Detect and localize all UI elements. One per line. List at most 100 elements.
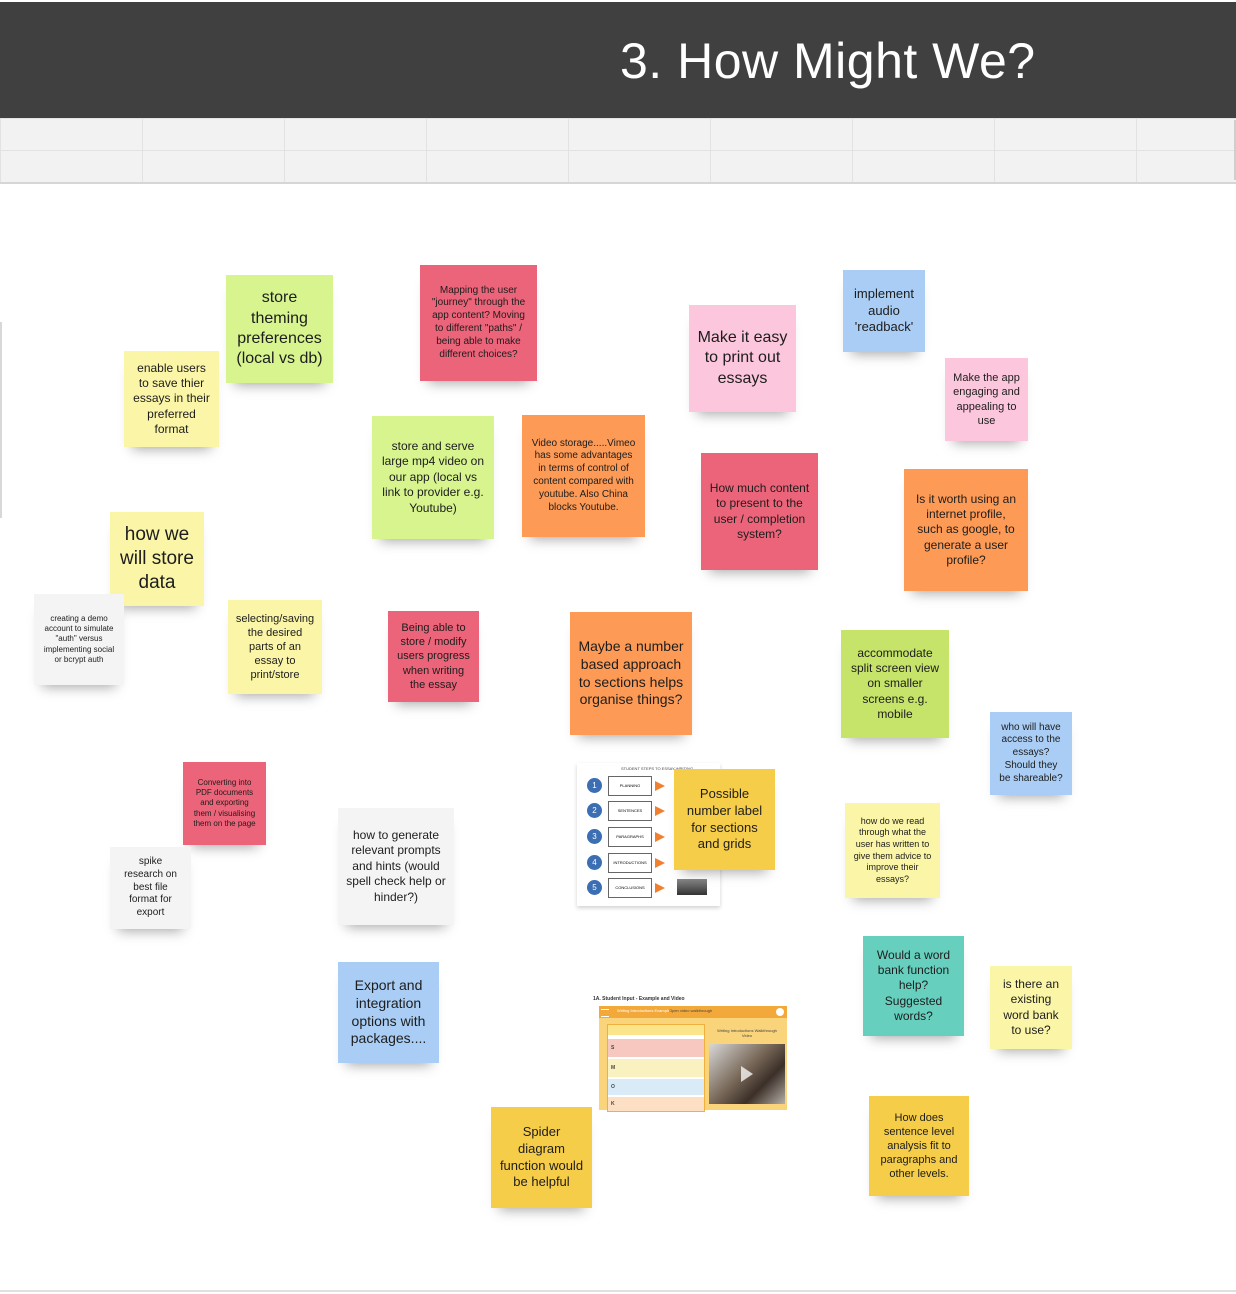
row-letter: S bbox=[611, 1045, 615, 1051]
arrow-right-icon bbox=[655, 883, 665, 893]
sticky-note[interactable]: Make the app engaging and appealing to u… bbox=[945, 358, 1028, 441]
step-row: 5 CONCLUSIONS bbox=[577, 878, 717, 900]
sticky-note[interactable]: selecting/saving the desired parts of an… bbox=[228, 600, 322, 694]
play-icon[interactable] bbox=[741, 1066, 753, 1082]
sticky-note[interactable]: Possible number label for sections and g… bbox=[674, 769, 775, 870]
panel-c-label: Writing Introductions Walkthrough Video bbox=[717, 1028, 777, 1038]
sticky-note[interactable]: how we will store data bbox=[110, 512, 204, 606]
step-row: 3 PARAGRAPHS bbox=[577, 827, 717, 849]
step-number: 2 bbox=[587, 803, 602, 818]
sticky-note[interactable]: Make it easy to print out essays bbox=[689, 305, 796, 412]
content-row bbox=[608, 1025, 704, 1035]
student-input-image[interactable]: 1A. Student Input - Example and Video Wr… bbox=[592, 995, 797, 1112]
sticky-note[interactable]: is there an existing word bank to use? bbox=[990, 966, 1072, 1049]
sticky-note-text: Video storage.....Vimeo has some advanta… bbox=[531, 437, 636, 513]
sticky-note[interactable]: Would a word bank function help? Suggest… bbox=[863, 936, 964, 1036]
sticky-note-text: Make it easy to print out essays bbox=[697, 328, 788, 387]
content-row: O bbox=[608, 1079, 704, 1095]
row-letter: K bbox=[611, 1101, 615, 1107]
sticky-note-text: Maybe a number based approach to section… bbox=[578, 637, 684, 708]
sticky-note-text: who will have access to the essays? Shou… bbox=[999, 721, 1063, 784]
row-letter: M bbox=[611, 1065, 616, 1071]
board-grid-strip bbox=[0, 118, 1236, 184]
sticky-note[interactable]: accommodate split screen view on smaller… bbox=[841, 630, 949, 738]
sticky-note-text: implement audio 'readback' bbox=[854, 286, 914, 335]
sticky-note-text: accommodate split screen view on smaller… bbox=[850, 645, 940, 722]
step-row: 1 PLANNING bbox=[577, 776, 717, 798]
step-number: 5 bbox=[587, 880, 602, 895]
step-label: PLANNING bbox=[608, 776, 652, 796]
step-number: 3 bbox=[587, 829, 602, 844]
sticky-note[interactable]: spike research on best file format for e… bbox=[110, 847, 191, 929]
sticky-note[interactable]: Is it worth using an internet profile, s… bbox=[904, 469, 1028, 591]
row-letter: O bbox=[611, 1084, 615, 1090]
sticky-note[interactable]: Being able to store / modify users progr… bbox=[388, 611, 479, 702]
arrow-right-icon bbox=[655, 806, 665, 816]
sticky-note-text: Being able to store / modify users progr… bbox=[397, 622, 470, 691]
step-label: CONCLUSIONS bbox=[608, 878, 652, 898]
student-input-panel: Writing Introductions Example Open video… bbox=[599, 1006, 787, 1112]
sticky-note[interactable]: Converting into PDF documents and export… bbox=[183, 762, 266, 845]
step-number: 4 bbox=[587, 855, 602, 870]
sticky-note[interactable]: How does sentence level analysis fit to … bbox=[869, 1096, 969, 1196]
sticky-note-text: Would a word bank function help? Suggest… bbox=[876, 947, 951, 1024]
sticky-note-text: how we will store data bbox=[120, 523, 194, 594]
sticky-note[interactable]: Maybe a number based approach to section… bbox=[570, 612, 692, 735]
sticky-note[interactable]: who will have access to the essays? Shou… bbox=[990, 712, 1072, 795]
divider bbox=[0, 1290, 1236, 1292]
arrow-right-icon bbox=[655, 832, 665, 842]
car-thumbnail bbox=[677, 879, 707, 895]
sticky-note-text: Is it worth using an internet profile, s… bbox=[915, 491, 1017, 568]
step-row: 4 INTRODUCTIONS bbox=[577, 853, 717, 875]
sticky-note[interactable]: how do we read through what the user has… bbox=[845, 803, 940, 898]
menu-icon[interactable] bbox=[601, 1009, 609, 1017]
sticky-note[interactable]: store theming preferences (local vs db) bbox=[226, 275, 333, 383]
sticky-note-text: Export and integration options with pack… bbox=[350, 976, 427, 1047]
content-row: M bbox=[608, 1059, 704, 1077]
arrow-right-icon bbox=[655, 858, 665, 868]
board-header: 3. How Might We? bbox=[0, 2, 1236, 118]
sticky-note-text: store and serve large mp4 video on our a… bbox=[381, 439, 485, 515]
student-input-topbar bbox=[599, 1006, 787, 1018]
sticky-note-text: how do we read through what the user has… bbox=[853, 815, 932, 884]
sticky-note-text: Converting into PDF documents and export… bbox=[193, 777, 256, 828]
content-row: K bbox=[608, 1097, 704, 1111]
content-column: S M O K bbox=[607, 1024, 705, 1112]
sticky-note-text: store theming preferences (local vs db) bbox=[236, 289, 323, 368]
sticky-note[interactable]: how to generate relevant prompts and hin… bbox=[338, 808, 454, 925]
sticky-note[interactable]: Mapping the user "journey" through the a… bbox=[420, 265, 537, 381]
sticky-note[interactable]: Export and integration options with pack… bbox=[338, 962, 439, 1063]
panel-a-label: Writing Introductions Example bbox=[617, 1008, 671, 1013]
sticky-note-text: Spider diagram function would be helpful bbox=[499, 1124, 584, 1190]
sticky-note-text: how to generate relevant prompts and hin… bbox=[346, 828, 446, 904]
sticky-note[interactable]: Spider diagram function would be helpful bbox=[491, 1107, 592, 1208]
step-label: INTRODUCTIONS bbox=[608, 853, 652, 873]
sticky-note[interactable]: creating a demo account to simulate "aut… bbox=[34, 594, 124, 685]
student-input-title: 1A. Student Input - Example and Video bbox=[593, 996, 685, 1002]
sticky-note-text: How does sentence level analysis fit to … bbox=[880, 1111, 958, 1181]
panel-b-label: Open video walkthrough bbox=[669, 1008, 713, 1013]
step-label: SENTENCES bbox=[608, 801, 652, 821]
steps-image-title: STUDENT STEPS TO ESSAY WRITING bbox=[621, 766, 694, 771]
sticky-note-text: How much content to present to the user … bbox=[709, 480, 810, 541]
sticky-note-text: creating a demo account to simulate "aut… bbox=[43, 613, 115, 664]
step-number: 1 bbox=[587, 778, 602, 793]
page-title: 3. How Might We? bbox=[620, 33, 1036, 89]
content-row: S bbox=[608, 1039, 704, 1057]
scrollbar-edge[interactable] bbox=[1234, 120, 1236, 180]
step-row: 2 SENTENCES bbox=[577, 801, 717, 823]
sticky-note[interactable]: How much content to present to the user … bbox=[701, 453, 818, 570]
sticky-note-text: Make the app engaging and appealing to u… bbox=[953, 372, 1020, 427]
sticky-note[interactable]: store and serve large mp4 video on our a… bbox=[372, 416, 494, 539]
video-thumbnail[interactable] bbox=[709, 1044, 785, 1104]
sticky-note[interactable]: Video storage.....Vimeo has some advanta… bbox=[522, 415, 645, 537]
sticky-note-text: Mapping the user "journey" through the a… bbox=[431, 284, 526, 360]
close-icon[interactable] bbox=[776, 1008, 784, 1016]
sticky-note-text: spike research on best file format for e… bbox=[124, 856, 177, 919]
sticky-note-text: selecting/saving the desired parts of an… bbox=[235, 612, 315, 682]
arrow-right-icon bbox=[655, 781, 665, 791]
sticky-note-text: enable users to save thier essays in the… bbox=[133, 360, 210, 437]
sticky-note[interactable]: implement audio 'readback' bbox=[843, 270, 925, 352]
sticky-note[interactable]: enable users to save thier essays in the… bbox=[124, 351, 219, 447]
panel-edge bbox=[0, 322, 2, 518]
